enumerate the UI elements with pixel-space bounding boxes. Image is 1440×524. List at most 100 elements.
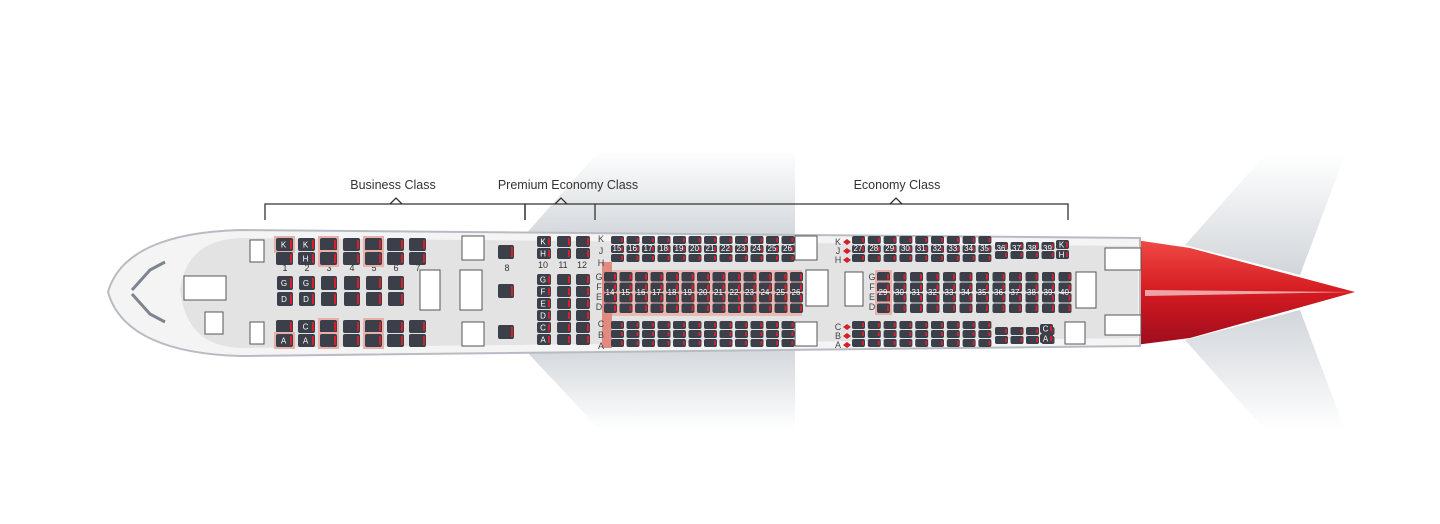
seat-6K[interactable] — [387, 238, 404, 251]
seat-31-lower-0[interactable] — [915, 321, 929, 329]
seat-23A[interactable] — [735, 339, 748, 347]
seat-20G[interactable] — [697, 272, 710, 282]
seat-8A[interactable] — [498, 325, 514, 339]
seat-36-upper-0[interactable] — [995, 242, 1008, 250]
seat-29F[interactable] — [875, 280, 892, 295]
seat-26F[interactable] — [790, 282, 803, 293]
seat-30E[interactable] — [893, 293, 907, 303]
seat-36-lower-0[interactable] — [995, 327, 1008, 335]
seat-24J[interactable] — [750, 245, 764, 253]
seat-6G[interactable] — [388, 276, 404, 290]
seat-2G[interactable]: G — [299, 276, 315, 290]
seat-18F[interactable] — [666, 282, 679, 293]
seat-11A[interactable] — [557, 334, 571, 345]
seat-19J[interactable] — [673, 245, 686, 253]
seat-35-upper-0[interactable] — [978, 236, 992, 244]
seat-8K[interactable] — [498, 245, 514, 259]
seat-12K[interactable] — [576, 236, 590, 247]
seat-33-lower-1[interactable] — [946, 330, 960, 338]
seat-20F[interactable] — [697, 282, 710, 293]
seat-10G[interactable]: G — [537, 274, 551, 285]
seat-38-upper-0[interactable] — [1026, 242, 1039, 250]
seat-35-lower-0[interactable] — [978, 321, 992, 329]
seat-30-lower-2[interactable] — [899, 339, 913, 347]
seat-35-upper-2[interactable] — [978, 254, 992, 262]
seat-30D[interactable] — [893, 303, 907, 314]
seat-22E[interactable] — [728, 293, 741, 303]
seat-5H[interactable] — [363, 250, 384, 267]
seat-15E[interactable] — [619, 293, 633, 303]
seat-19G[interactable] — [681, 272, 695, 282]
seat-21B[interactable] — [704, 330, 717, 338]
seat-22C[interactable] — [719, 321, 733, 329]
seat-27-lower-0[interactable] — [852, 321, 865, 329]
seat-31G[interactable] — [910, 272, 923, 282]
seat-15A[interactable] — [611, 339, 624, 347]
seat-31-lower-1[interactable] — [915, 330, 929, 338]
seat-22K[interactable] — [719, 236, 733, 244]
seat-24D[interactable] — [759, 303, 772, 314]
seat-20D[interactable] — [697, 303, 710, 314]
seat-37-lower-1[interactable] — [1010, 336, 1024, 344]
seat-22B[interactable] — [719, 330, 733, 338]
seat-16A[interactable] — [626, 339, 640, 347]
seat-27-upper-2[interactable] — [852, 254, 865, 262]
seat-18C[interactable] — [657, 321, 671, 329]
seat-6C[interactable] — [387, 320, 404, 333]
seat-29-upper-1[interactable] — [883, 245, 897, 253]
seat-25C[interactable] — [766, 321, 779, 329]
seat-3G[interactable] — [321, 276, 337, 290]
seat-20K[interactable] — [688, 236, 702, 244]
seat-25J[interactable] — [766, 245, 779, 253]
seat-22H[interactable] — [719, 254, 733, 262]
seat-18K[interactable] — [657, 236, 671, 244]
seat-37-upper-0[interactable] — [1010, 242, 1024, 250]
seat-18H[interactable] — [657, 254, 671, 262]
seat-37G[interactable] — [1009, 272, 1022, 282]
seat-14F[interactable] — [604, 282, 617, 293]
seat-4D[interactable] — [344, 292, 360, 306]
seat-38F[interactable] — [1025, 282, 1039, 293]
seat-7A[interactable] — [409, 334, 426, 347]
seat-11D[interactable] — [557, 310, 571, 321]
seat-39F[interactable] — [1042, 282, 1055, 293]
seat-17B[interactable] — [642, 330, 655, 338]
seat-23G[interactable] — [743, 272, 757, 282]
seat-24A[interactable] — [750, 339, 764, 347]
seat-28-lower-0[interactable] — [867, 321, 881, 329]
seat-31-upper-1[interactable] — [915, 245, 929, 253]
seat-38G[interactable] — [1025, 272, 1039, 282]
seat-32F[interactable] — [926, 282, 940, 293]
seat-5C[interactable] — [363, 318, 384, 335]
seat-34-upper-0[interactable] — [962, 236, 976, 244]
seat-20C[interactable] — [688, 321, 702, 329]
seat-21C[interactable] — [704, 321, 717, 329]
seat-17D[interactable] — [650, 303, 664, 314]
seat-3C[interactable] — [318, 318, 339, 335]
seat-18E[interactable] — [666, 293, 679, 303]
seat-31-upper-0[interactable] — [915, 236, 929, 244]
seat-32-upper-2[interactable] — [931, 254, 944, 262]
seat-11C[interactable] — [557, 322, 571, 333]
seat-18A[interactable] — [657, 339, 671, 347]
seat-17C[interactable] — [642, 321, 655, 329]
seat-36-lower-1[interactable] — [995, 336, 1008, 344]
seat-aft-A[interactable]: A — [1040, 334, 1053, 344]
seat-12A[interactable] — [576, 334, 590, 345]
seat-25A[interactable] — [766, 339, 779, 347]
seat-27-upper-0[interactable] — [852, 236, 865, 244]
seat-11H[interactable] — [557, 248, 571, 259]
seat-22F[interactable] — [728, 282, 741, 293]
seat-21A[interactable] — [704, 339, 717, 347]
seat-32-lower-0[interactable] — [931, 321, 944, 329]
seat-24H[interactable] — [750, 254, 764, 262]
seat-1A[interactable]: A — [274, 332, 295, 349]
seat-10D[interactable]: D — [537, 310, 551, 321]
seat-37E[interactable] — [1009, 293, 1022, 303]
seat-34-lower-0[interactable] — [962, 321, 976, 329]
seat-11E[interactable] — [557, 298, 571, 309]
seat-11F[interactable] — [557, 286, 571, 297]
seat-38-lower-0[interactable] — [1026, 327, 1039, 335]
seat-29E[interactable] — [875, 291, 892, 305]
seat-16G[interactable] — [635, 272, 648, 282]
